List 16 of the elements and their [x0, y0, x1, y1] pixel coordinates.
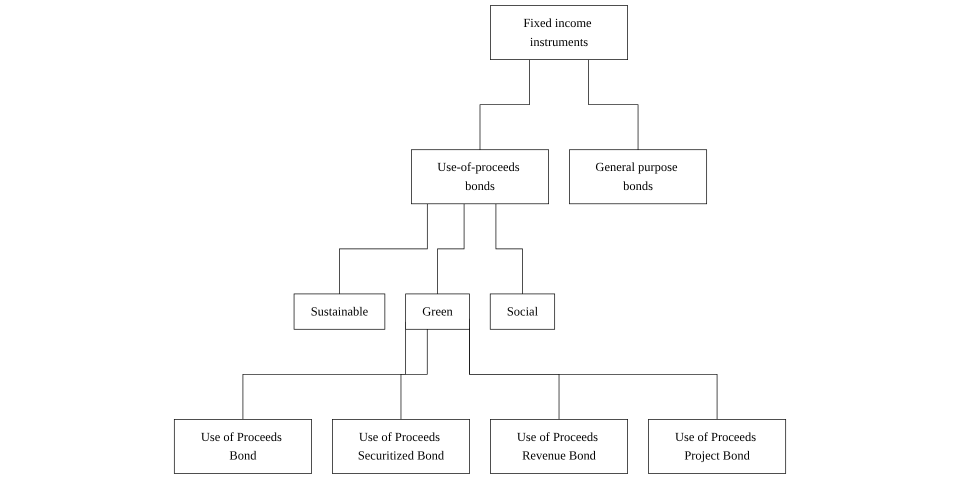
node-box: Use of Proceeds Project Bond [648, 419, 786, 474]
node-box: General purpose bonds [569, 149, 708, 204]
connector [496, 203, 523, 294]
node-box: Use of Proceeds Revenue Bond [490, 419, 628, 474]
node-box: Green [405, 294, 470, 330]
node-box: Social [490, 294, 556, 330]
connector [588, 59, 638, 150]
node-box: Sustainable [294, 294, 386, 330]
connector [339, 203, 428, 294]
connector [400, 328, 428, 420]
connector [480, 59, 530, 150]
connector [437, 203, 464, 294]
node-box: Use-of-proceeds bonds [411, 149, 549, 204]
node-box: Fixed income instruments [490, 5, 628, 60]
node-box: Use of Proceeds Securitized Bond [332, 419, 470, 474]
node-box: Use of Proceeds Bond [174, 419, 312, 474]
